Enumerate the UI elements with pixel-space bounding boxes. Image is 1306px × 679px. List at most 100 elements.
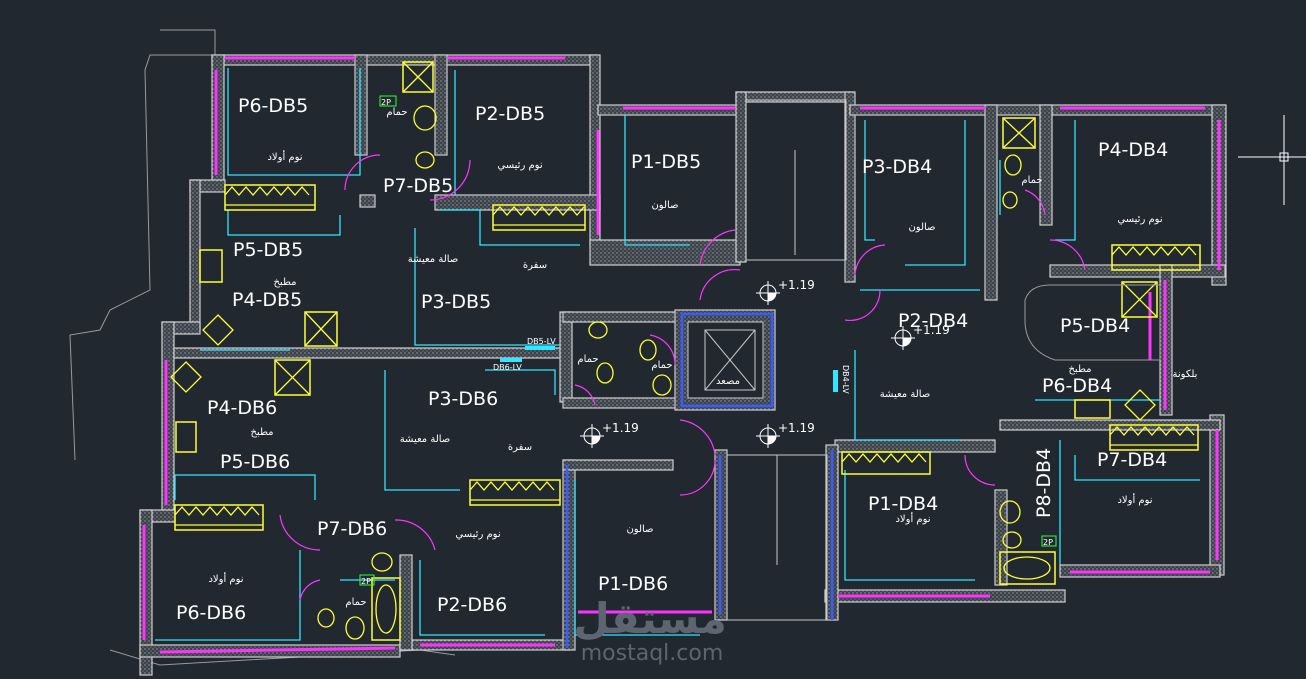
level-marker: +1.19 bbox=[580, 421, 639, 448]
room-arabic-p1-db6: صالون bbox=[626, 524, 653, 535]
panel-db5 bbox=[525, 346, 555, 350]
room-label-p7-db4: P7-DB4 bbox=[1097, 449, 1167, 471]
windows bbox=[142, 56, 1221, 654]
walls bbox=[139, 54, 1227, 676]
switch-tag-db6: 2P bbox=[361, 577, 371, 586]
room-arabic-p1-db5: صالون bbox=[651, 200, 678, 211]
staircase-lower bbox=[726, 454, 828, 621]
sink-db4 bbox=[1074, 399, 1111, 419]
wardrobe-db6-a bbox=[469, 479, 561, 506]
panel-db4 bbox=[833, 370, 838, 392]
label-bath-center-b: حمام bbox=[651, 360, 672, 371]
stove-db5 bbox=[304, 311, 338, 347]
room-label-p1-db5: P1-DB5 bbox=[631, 151, 701, 173]
room-arabic-p4-db4: نوم رئيسي bbox=[1117, 214, 1162, 225]
panel-db6 bbox=[500, 358, 522, 362]
room-label-p7-db5: P7-DB5 bbox=[383, 175, 453, 197]
staircase-upper bbox=[745, 99, 847, 261]
watermark-latin: mostaql.com bbox=[581, 641, 724, 666]
balcony-outline bbox=[1024, 284, 1161, 361]
level-marker: +1.19 bbox=[756, 278, 815, 305]
room-label-p4-db4: P4-DB4 bbox=[1098, 139, 1168, 161]
room-label-p5-db5: P5-DB5 bbox=[233, 239, 303, 261]
level-value: +1.19 bbox=[913, 323, 950, 337]
level-markers: +1.19 +1.19 +1.19 +1.19 bbox=[580, 278, 950, 448]
room-arabic-p5-db5: مطبخ bbox=[273, 277, 296, 288]
sink-db6 bbox=[175, 421, 197, 453]
room-arabic-p5-db4: مطبخ bbox=[1068, 364, 1091, 375]
room-label-p3-db6: P3-DB6 bbox=[428, 388, 498, 410]
elevator-shaft bbox=[680, 312, 774, 408]
room-arabic-p6-db6: نوم أولاد bbox=[208, 572, 243, 585]
label-sofra-db5: سفرة bbox=[523, 260, 547, 271]
room-arabic-p2-db5: نوم رئيسي bbox=[497, 160, 542, 171]
room-label-p3-db4: P3-DB4 bbox=[862, 156, 932, 178]
structure-lines bbox=[565, 450, 834, 648]
room-label-p1-db4: P1-DB4 bbox=[868, 493, 938, 515]
label-elevator: مصعد bbox=[716, 376, 740, 387]
site-boundary bbox=[69, 29, 216, 461]
wardrobe-db4-b bbox=[1109, 424, 1199, 451]
wardrobe-db5-b bbox=[492, 204, 586, 231]
wardrobe-db6-b bbox=[174, 504, 264, 531]
room-label-p2-db5: P2-DB5 bbox=[475, 103, 545, 125]
room-arabic-p1-db4: نوم أولاد bbox=[895, 512, 930, 525]
wardrobe-db4-c bbox=[841, 451, 931, 475]
switch-tag-db4: 2P bbox=[1043, 538, 1053, 547]
room-label-p6-db6: P6-DB6 bbox=[176, 602, 246, 624]
room-label-p6-db5: P6-DB5 bbox=[238, 95, 308, 117]
panel-tag-db6: DB6-LV bbox=[493, 363, 522, 372]
wardrobe-db4-a bbox=[1111, 244, 1201, 271]
switch-tag-db5: 2P bbox=[381, 98, 391, 107]
room-label-p1-db6: P1-DB6 bbox=[598, 573, 668, 595]
room-arabic-p6-db5: نوم أولاد bbox=[267, 150, 302, 163]
room-label-p4-db6: P4-DB6 bbox=[207, 397, 277, 419]
level-marker: +1.19 bbox=[891, 323, 950, 350]
room-arabic-labels: نوم أولاد نوم رئيسي صالون مطبخ صالة معيشة صال… bbox=[208, 150, 1197, 608]
room-label-p5-db6: P5-DB6 bbox=[220, 451, 290, 473]
room-label-p5-db4: P5-DB4 bbox=[1060, 315, 1130, 337]
bathtub-db4 bbox=[999, 551, 1056, 585]
room-arabic-p6-db4: بلكونة bbox=[1173, 369, 1198, 380]
label-bath-db5: حمام bbox=[386, 107, 407, 118]
room-arabic-p3-db6: صالة معيشة bbox=[400, 434, 451, 445]
room-label-p8-db4: P8-DB4 bbox=[1033, 448, 1055, 518]
bathtub-db6 bbox=[371, 577, 401, 641]
room-label-p2-db4: P2-DB4 bbox=[898, 310, 968, 332]
stove-db6 bbox=[274, 359, 311, 396]
room-arabic-p2-db4: صالة معيشة bbox=[880, 389, 931, 400]
panel-tag-db5: DB5-LV bbox=[527, 337, 556, 346]
room-label-p2-db6: P2-DB6 bbox=[437, 594, 507, 616]
room-arabic-p4-db6: مطبخ bbox=[250, 427, 273, 438]
room-label-p6-db4: P6-DB4 bbox=[1042, 375, 1112, 397]
level-marker: +1.19 bbox=[756, 421, 815, 448]
shower-db4 bbox=[1002, 117, 1036, 149]
room-label-p4-db5: P4-DB5 bbox=[232, 289, 302, 311]
room-arabic-p3-db4: صالون bbox=[908, 222, 935, 233]
doors bbox=[279, 154, 1086, 601]
room-arabic-p7-db4: نوم أولاد bbox=[1117, 493, 1152, 506]
room-label-p3-db5: P3-DB5 bbox=[421, 291, 491, 313]
label-sofra-db6: سفرة bbox=[508, 442, 532, 453]
watermark-arabic: مستقل bbox=[573, 594, 727, 643]
level-value: +1.19 bbox=[778, 278, 815, 292]
wardrobe-db5-a bbox=[224, 184, 316, 211]
shower-db5 bbox=[402, 61, 434, 93]
room-arabic-p7-db6: نوم رئيسي bbox=[455, 529, 500, 540]
label-bath-center-a: حمام bbox=[577, 354, 598, 365]
room-arabic-p3-db5: صالة معيشة bbox=[408, 254, 459, 265]
crosshair-cursor bbox=[1238, 115, 1306, 205]
circuit-lines bbox=[155, 68, 1200, 641]
panel-tag-db4: DB4-LV bbox=[841, 365, 850, 394]
stove-db4 bbox=[1121, 281, 1158, 318]
room-arabic-p8-db4: حمام bbox=[1021, 175, 1042, 186]
sink-db5 bbox=[199, 249, 223, 283]
switch-markers bbox=[359, 95, 1057, 586]
level-value: +1.19 bbox=[602, 421, 639, 435]
fixtures bbox=[170, 61, 1201, 641]
room-arabic-p2-db6: حمام bbox=[345, 597, 366, 608]
room-label-p7-db6: P7-DB6 bbox=[317, 518, 387, 540]
level-value: +1.19 bbox=[778, 421, 815, 435]
